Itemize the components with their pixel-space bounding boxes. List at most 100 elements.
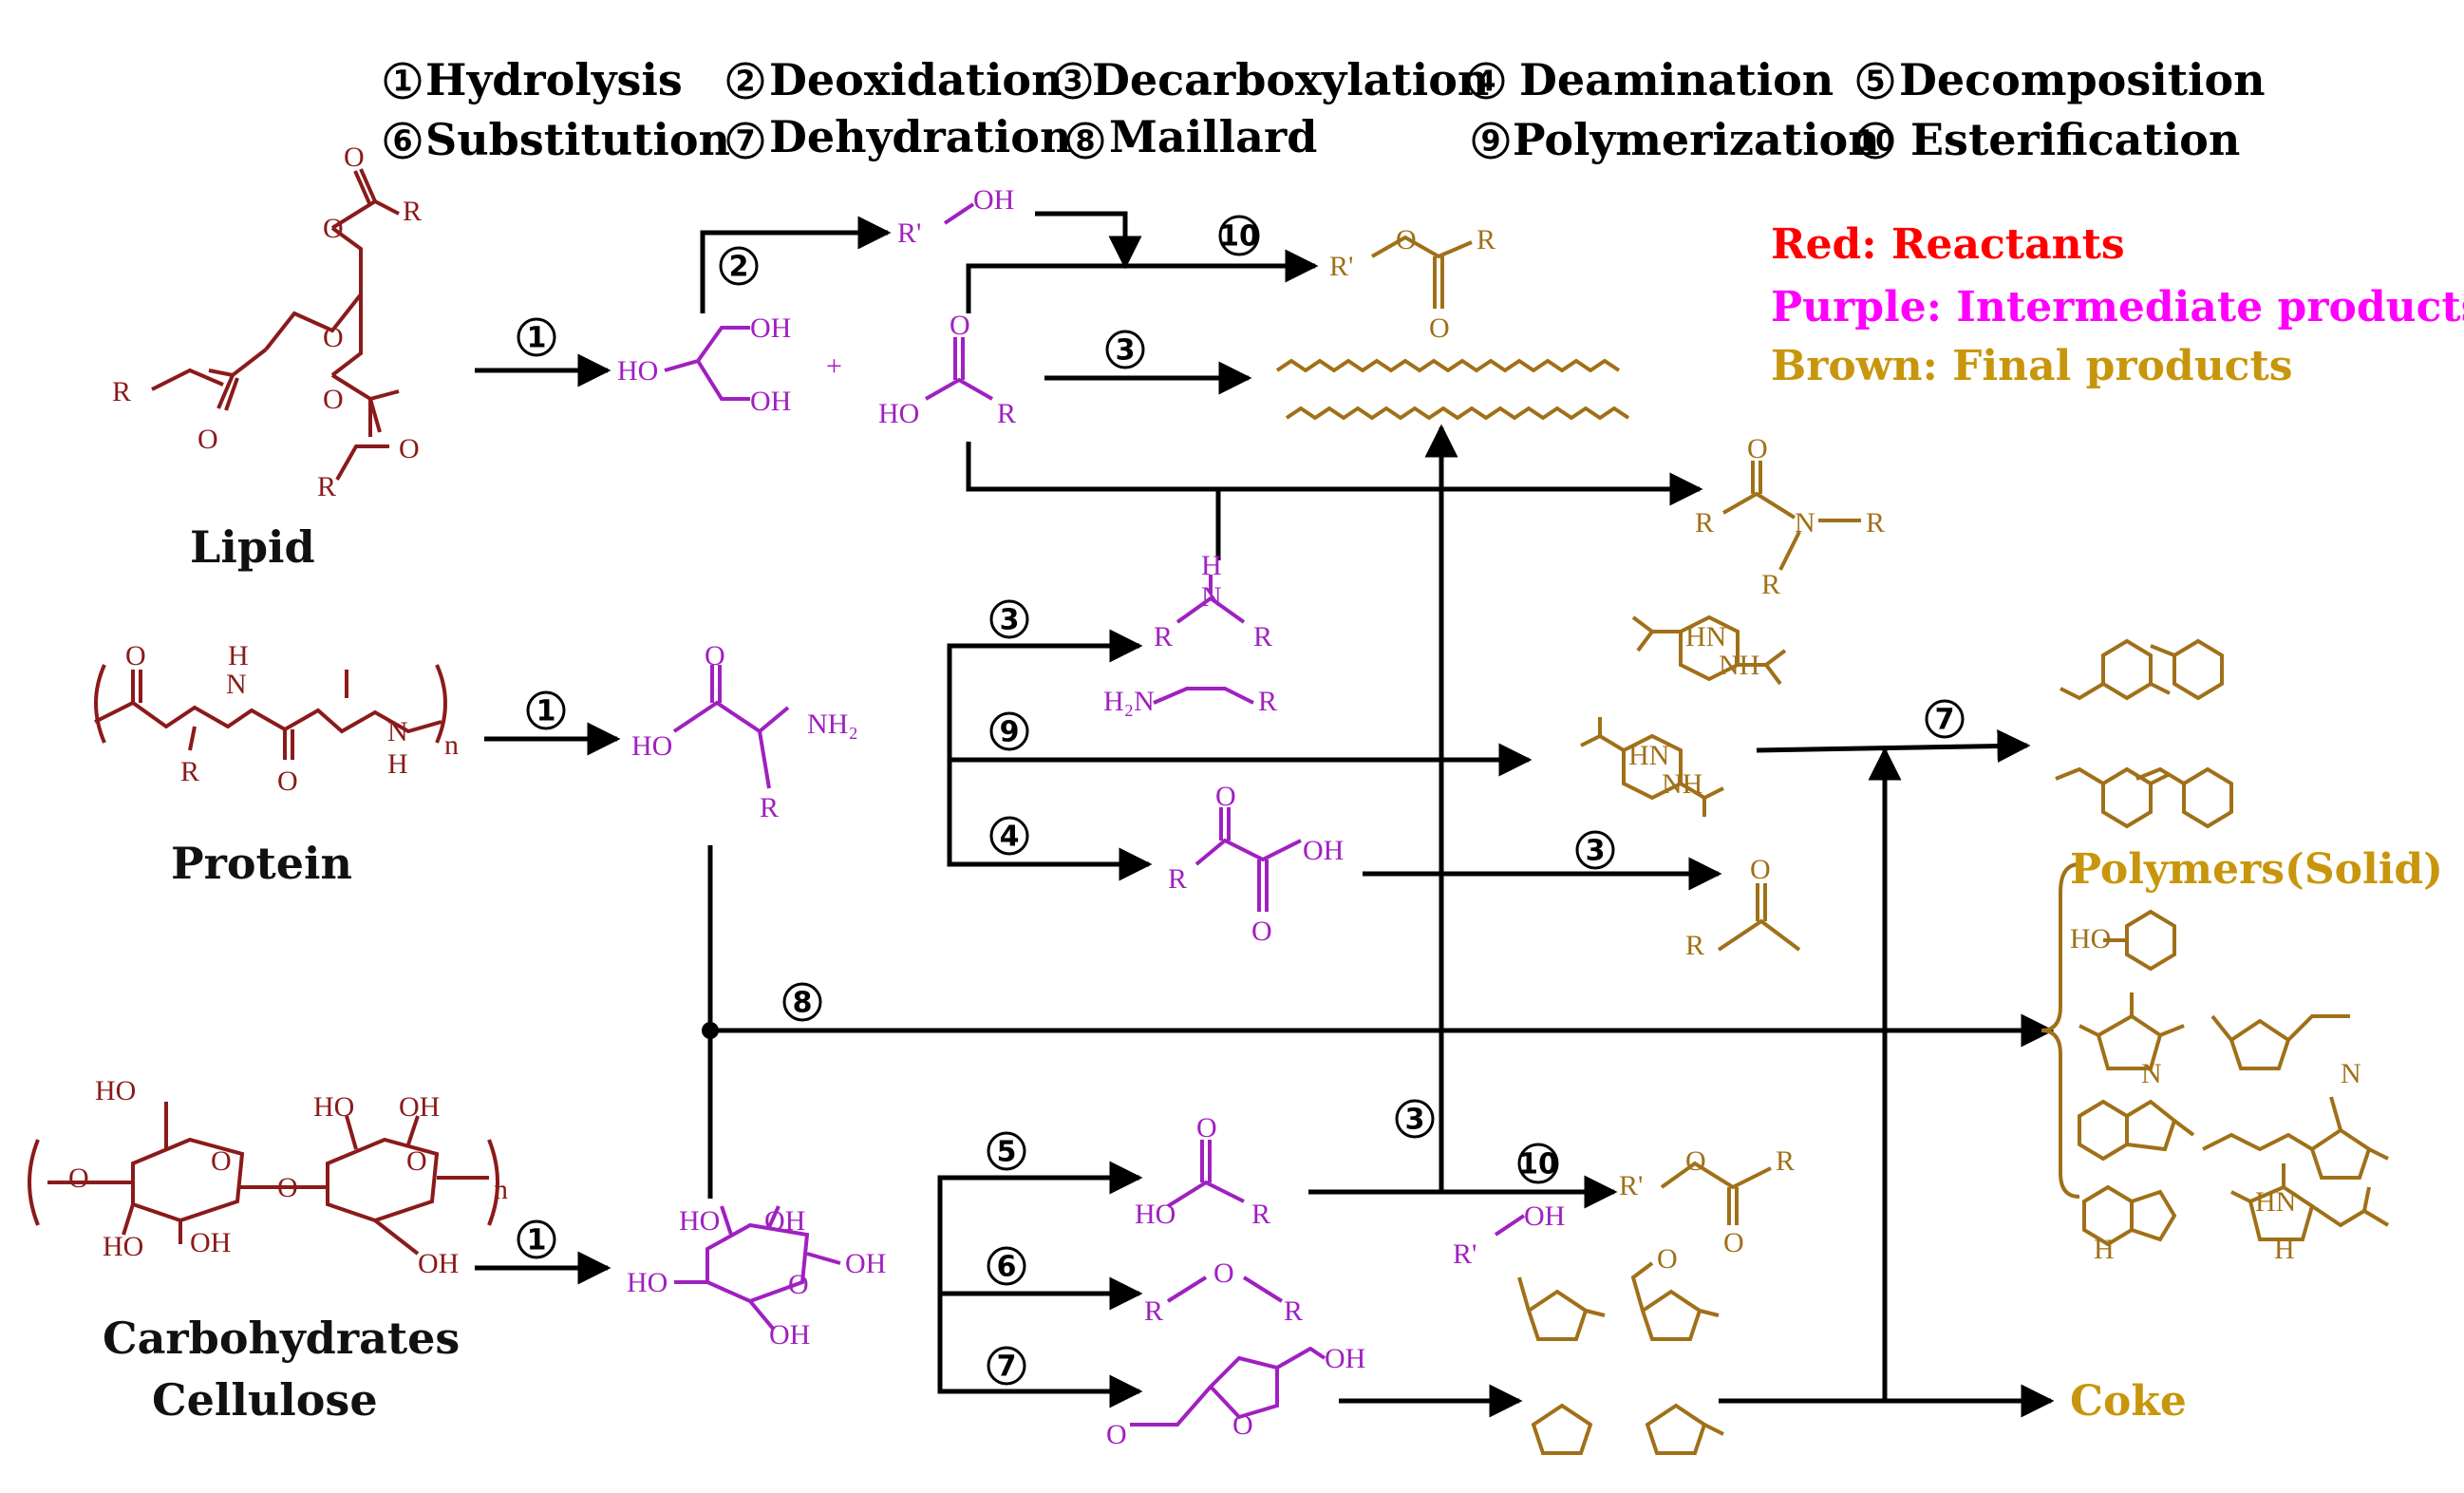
pathway-arrows xyxy=(475,211,2055,1418)
alcohol-atom: R' xyxy=(1453,1238,1477,1270)
ether-atom: R xyxy=(1284,1295,1303,1327)
svg-text:7: 7 xyxy=(1935,704,1955,737)
protein-atom: H xyxy=(228,640,249,671)
protein-atom: R xyxy=(180,756,199,787)
glycerol-atom: OH xyxy=(750,312,791,344)
svg-text:1: 1 xyxy=(393,66,413,99)
step-marker-6: 6 xyxy=(987,1246,1026,1286)
glycerol-atom: OH xyxy=(750,386,791,417)
acid-atom: O xyxy=(1196,1112,1217,1143)
svg-text:1: 1 xyxy=(527,322,547,355)
svg-text:7: 7 xyxy=(997,1351,1017,1384)
step-marker-3: 3 xyxy=(989,599,1029,639)
step-marker-5: 5 xyxy=(987,1131,1026,1171)
glucose-atom: HO xyxy=(627,1267,668,1298)
amino-acid-atom: HO xyxy=(631,730,672,762)
svg-text:5: 5 xyxy=(1866,66,1886,99)
amino-acid-atom: NH₂ xyxy=(807,709,858,740)
protein-atom: n xyxy=(444,729,459,761)
alcohol-atom: OH xyxy=(1524,1200,1565,1232)
glycerol-atom: HO xyxy=(617,355,658,387)
amide-atom: O xyxy=(1747,433,1768,464)
alcohol-atom: OH xyxy=(973,184,1014,216)
amine-atom: H₂N xyxy=(1103,686,1155,717)
legend-item-substitution: 6 Substitution xyxy=(384,114,730,165)
lipid-atom: O xyxy=(399,433,420,464)
intermediate-bonds xyxy=(664,202,1526,1427)
lipid-atom: R xyxy=(112,376,131,407)
keto-acid-atom: O xyxy=(1215,781,1236,812)
dkp-atom: HN xyxy=(1685,621,1726,652)
step-marker-1: 1 xyxy=(517,317,556,357)
ester-atom: R' xyxy=(1329,251,1353,282)
legend-item-decarboxylation: 3 Decarboxylation xyxy=(1054,54,1489,105)
step-marker-1: 1 xyxy=(517,1219,556,1259)
protein-atom: N xyxy=(387,716,408,747)
ester-atom: O xyxy=(1685,1145,1706,1177)
hmf-atom: O xyxy=(1232,1409,1253,1441)
dkp-atom: NH xyxy=(1719,650,1759,681)
glucose-atom: OH xyxy=(764,1205,805,1237)
cellulose-atom: HO xyxy=(103,1231,143,1262)
svg-text:Esterification: Esterification xyxy=(1910,114,2240,165)
ether-atom: O xyxy=(1213,1257,1234,1289)
svg-text:Dehydration: Dehydration xyxy=(769,111,1071,162)
acid-atom: HO xyxy=(1135,1199,1176,1230)
keto-acid-atom: OH xyxy=(1303,835,1344,866)
polymers-solid-label: Polymers(Solid) xyxy=(2070,845,2443,894)
legend-item-deamination: 4 Deamination xyxy=(1467,54,1834,105)
legend-item-decomposition: 5 Decomposition xyxy=(1856,54,2266,105)
cellulose-atom: O xyxy=(406,1145,427,1177)
polymer-atom: H xyxy=(2094,1234,2115,1265)
svg-text:9: 9 xyxy=(1481,125,1501,159)
plus-sign: + xyxy=(826,350,842,382)
svg-text:1: 1 xyxy=(527,1224,547,1257)
legend-item-dehydration: 7 Dehydration xyxy=(726,111,1071,162)
svg-text:Deamination: Deamination xyxy=(1519,54,1834,105)
amino-acid-atom: R xyxy=(760,792,779,823)
ester-atom: O xyxy=(1429,312,1450,344)
ketone-atom: R xyxy=(1685,930,1704,961)
fatty-acid-atom: O xyxy=(950,310,970,341)
polymer-atom: H xyxy=(2274,1234,2295,1265)
amine-atom: H xyxy=(1201,550,1222,581)
svg-text:3: 3 xyxy=(1586,835,1606,868)
lipid-atom: R xyxy=(317,471,336,502)
step-marker-4: 4 xyxy=(989,816,1029,856)
amide-atom: R xyxy=(1695,507,1714,539)
amide-atom: N xyxy=(1795,507,1815,539)
lipid-atom: O xyxy=(197,424,218,455)
svg-text:6: 6 xyxy=(997,1251,1017,1284)
svg-text:8: 8 xyxy=(1076,125,1096,159)
ester-atom: R' xyxy=(1619,1170,1643,1201)
lipid-atom: O xyxy=(323,384,344,415)
svg-text:Decarboxylation: Decarboxylation xyxy=(1092,54,1489,105)
final-product-bonds xyxy=(1275,235,2390,1455)
amine-atom: N xyxy=(1201,581,1222,613)
ester-atom: R xyxy=(1477,224,1495,255)
reactant-lipid-label: Lipid xyxy=(190,521,315,573)
step-marker-3: 3 xyxy=(1575,830,1615,870)
color-key-intermediate: Purple: Intermediate products xyxy=(1771,283,2464,331)
cellulose-atom: O xyxy=(68,1162,89,1194)
polymer-atom: HO xyxy=(2070,923,2111,954)
legend: 1 Hydrolysis 2 Deoxidation 3 Decarboxyla… xyxy=(384,54,2266,165)
legend-item-esterification: 10 Esterification xyxy=(1855,114,2240,165)
legend-item-maillard: 8 Maillard xyxy=(1066,111,1317,162)
amide-atom: R xyxy=(1866,507,1885,539)
step-marker-7: 7 xyxy=(1925,699,1965,739)
lipid-structure xyxy=(208,168,400,437)
protein-atom: O xyxy=(277,765,298,797)
dkp-atom: HN xyxy=(1628,740,1669,771)
glucose-atom: O xyxy=(788,1269,809,1300)
dkp-atom: NH xyxy=(1662,768,1702,800)
svg-text:10: 10 xyxy=(1518,1148,1558,1181)
polymer-atom: N xyxy=(2341,1058,2361,1089)
svg-text:7: 7 xyxy=(736,125,756,159)
svg-text:Deoxidation: Deoxidation xyxy=(769,54,1063,105)
amine-atom: R xyxy=(1154,621,1173,652)
svg-text:3: 3 xyxy=(1000,604,1020,637)
acid-atom: R xyxy=(1251,1199,1270,1230)
cellulose-atom: HO xyxy=(313,1091,354,1123)
svg-text:4: 4 xyxy=(1000,821,1020,854)
